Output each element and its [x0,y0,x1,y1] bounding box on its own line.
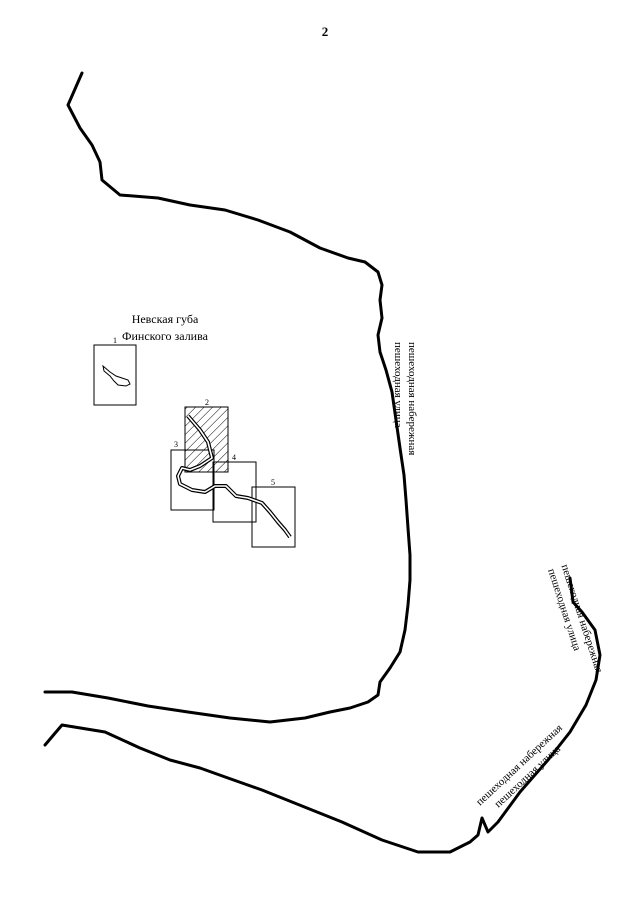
sheet-5[interactable]: 5 [251,478,296,548]
east-label-line1: пешеходная набережная [406,342,418,455]
embankment-route [176,414,292,539]
sheet-2-number: 2 [205,398,209,407]
southeast-embankment-label: пешеходная набережная пешеходная улица [545,563,605,675]
island-shape [102,364,131,387]
sheet-3[interactable]: 3 [170,440,215,511]
east-label-line2: пешеходная улица [392,342,404,428]
south-embankment-label: пешеходная набережная пешеходная улица [474,722,565,810]
page-number: 2 [322,24,329,39]
sheet-3-number: 3 [174,440,178,449]
east-embankment-label: пешеходная набережная пешеходная улица [392,342,418,455]
main-shoreline [43,71,412,724]
sheet-1[interactable]: 1 [93,336,137,406]
sheet-5-number: 5 [271,478,275,487]
sheet-4[interactable]: 4 [212,453,257,523]
bay-label-line1: Невская губа [132,312,199,326]
bay-label-line2: Финского залива [122,329,209,343]
sheet-4-number: 4 [232,453,236,462]
lower-shoreline [43,576,602,854]
sheet-1-number: 1 [113,336,117,345]
